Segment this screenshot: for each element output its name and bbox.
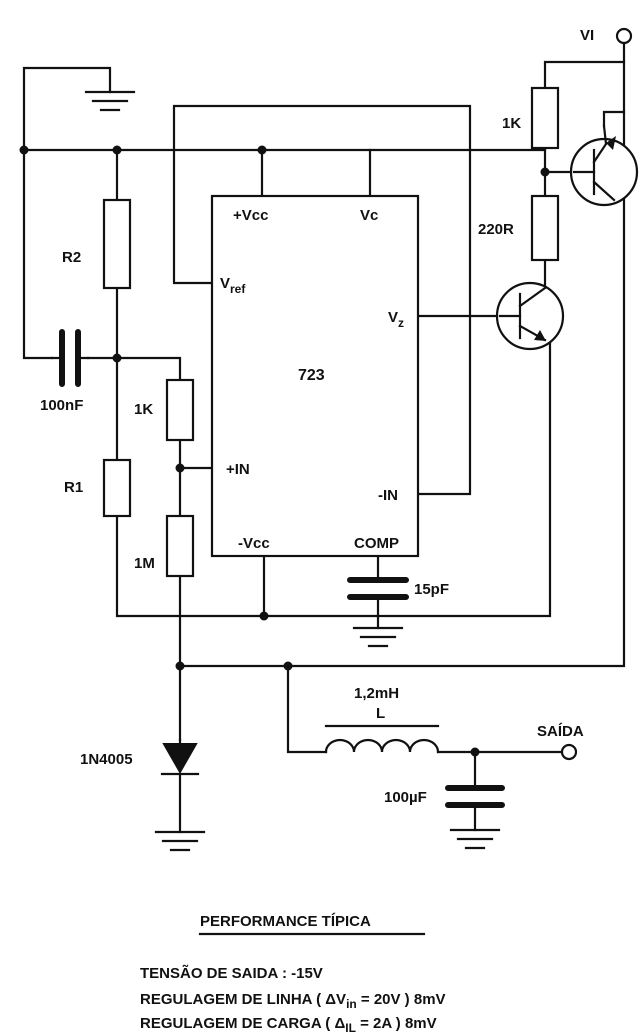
label-1m: 1M xyxy=(134,555,155,572)
transistor-bottom xyxy=(495,281,565,351)
performance-title: PERFORMANCE TÍPICA xyxy=(200,913,371,930)
label-100nf: 100nF xyxy=(40,397,83,414)
label-diode: 1N4005 xyxy=(80,751,133,768)
pin-in-pos: +IN xyxy=(226,461,250,478)
diode-1n4005 xyxy=(160,738,200,776)
pin-vref: Vref xyxy=(220,275,246,296)
ground-symbol-top xyxy=(84,90,136,112)
ic-723: +Vcc Vc Vref Vz 723 +IN -IN -Vcc COMP xyxy=(210,194,420,558)
pin-vcc-neg: -Vcc xyxy=(238,535,270,552)
label-output: SAÍDA xyxy=(537,723,584,740)
label-vi: VI xyxy=(580,27,594,44)
pin-vcc-pos: +Vcc xyxy=(233,207,268,224)
resistor-r1 xyxy=(102,458,132,518)
inductor-l xyxy=(324,724,440,754)
resistor-1k-input xyxy=(165,378,195,442)
pin-vc: Vc xyxy=(360,207,378,224)
terminal-output xyxy=(560,743,578,761)
wires xyxy=(22,42,626,834)
label-r1: R1 xyxy=(64,479,83,496)
ic-name: 723 xyxy=(298,367,325,384)
label-15pf: 15pF xyxy=(414,581,449,598)
performance-line-load-regulation: REGULAGEM DE CARGA ( ΔIL = 2A ) 8mV xyxy=(140,1015,437,1034)
resistor-220r xyxy=(530,194,560,262)
transistor-top xyxy=(569,124,639,207)
performance-line-output-voltage: TENSÃO DE SAIDA : -15V xyxy=(140,964,323,982)
capacitor-100uf xyxy=(445,785,505,808)
pin-vz: Vz xyxy=(388,309,404,330)
capacitor-100nf xyxy=(50,329,90,387)
ground-symbol-output xyxy=(449,828,501,850)
pin-in-neg: -IN xyxy=(378,487,398,504)
label-1k-top: 1K xyxy=(502,115,521,132)
label-r2: R2 xyxy=(62,249,81,266)
label-inductor-value: 1,2mH xyxy=(354,685,399,702)
resistor-1m xyxy=(165,514,195,578)
label-1k-input: 1K xyxy=(134,401,153,418)
label-inductor-name: L xyxy=(376,705,385,722)
resistor-1k-top xyxy=(530,86,560,150)
label-220r: 220R xyxy=(478,221,514,238)
ground-symbol-diode xyxy=(154,830,206,852)
capacitor-15pf xyxy=(347,577,409,600)
resistor-r2 xyxy=(102,198,132,290)
terminal-vi xyxy=(615,27,633,45)
junction-dots xyxy=(19,145,550,757)
performance-line-line-regulation: REGULAGEM DE LINHA ( ΔVin = 20V ) 8mV xyxy=(140,991,446,1011)
ic-body xyxy=(210,194,420,558)
label-100uf: 100µF xyxy=(384,789,427,806)
ground-symbol-comp xyxy=(352,626,404,648)
pin-comp: COMP xyxy=(354,535,399,552)
